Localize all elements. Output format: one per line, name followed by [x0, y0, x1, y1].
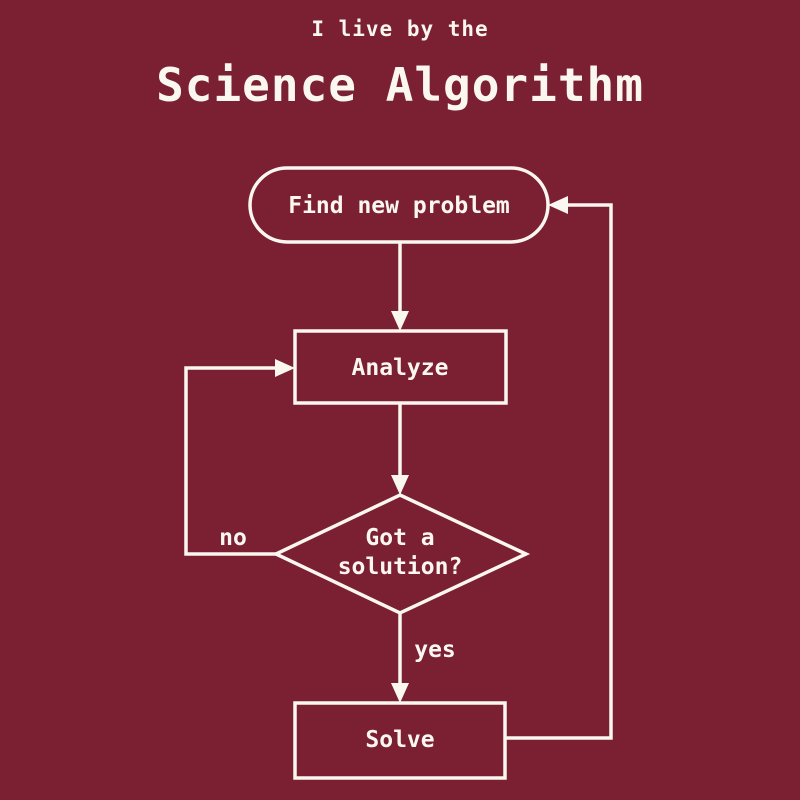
node-solve-label: Solve — [365, 727, 434, 753]
node-analyze-label: Analyze — [352, 355, 449, 381]
arrowhead-find-to-analyze — [391, 311, 409, 331]
edge-solve-to-find — [505, 203, 613, 740]
page-title: Science Algorithm — [156, 58, 644, 112]
title-subtitle: I live by the — [311, 17, 489, 41]
arrowhead-decision-yes-to-solve — [391, 683, 409, 703]
edge-label-yes: yes — [414, 637, 456, 663]
arrowhead-solve-to-find — [548, 196, 568, 214]
node-find-new-problem-label: Find new problem — [288, 193, 510, 219]
arrowhead-decision-no-to-analyze — [275, 359, 295, 377]
node-decision-label-line1: Got a — [365, 525, 434, 551]
edge-label-no: no — [219, 525, 247, 551]
node-decision-label-line2: solution? — [338, 554, 463, 580]
arrowhead-analyze-to-decision — [391, 475, 409, 495]
edge-decision-no-to-analyze — [184, 366, 278, 556]
node-solve-outline — [293, 701, 507, 780]
